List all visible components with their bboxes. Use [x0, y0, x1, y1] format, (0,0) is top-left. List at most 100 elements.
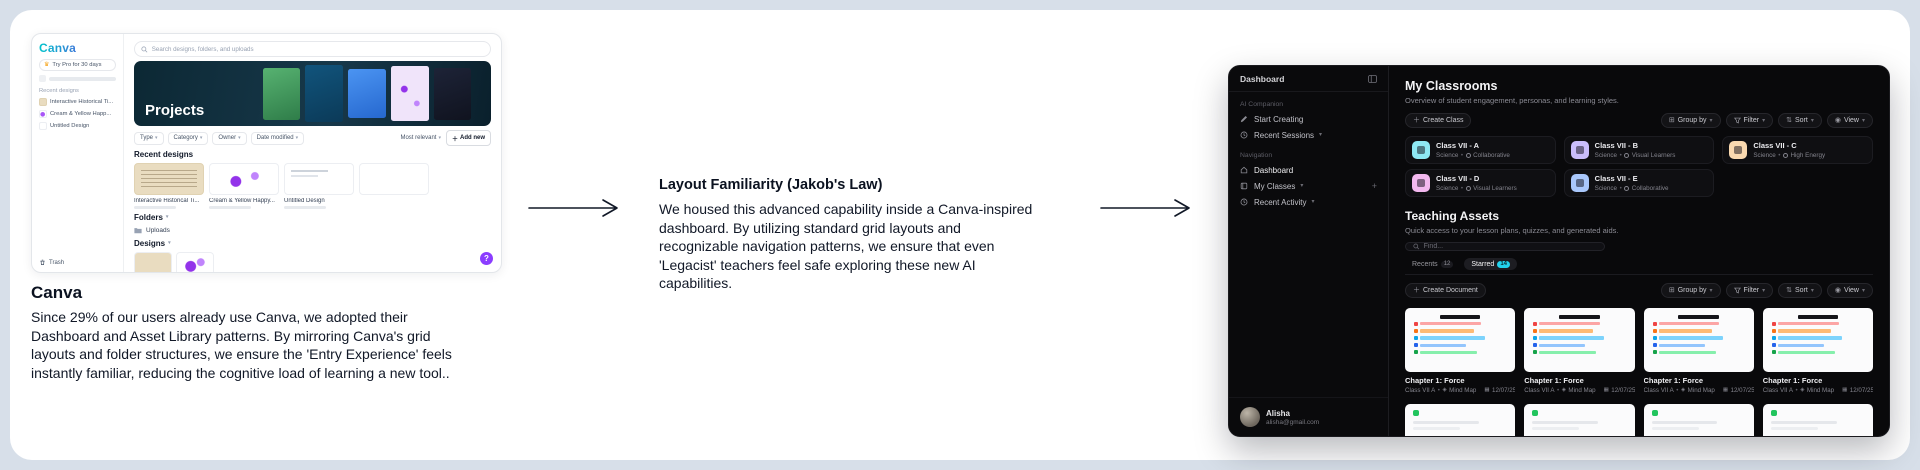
clock-icon: [1240, 131, 1249, 139]
sort-button[interactable]: ⇅Sort▾: [1778, 113, 1822, 128]
sidebar-item-recent-activity[interactable]: Recent Activity ▾: [1229, 194, 1388, 210]
chevron-down-icon: ▾: [438, 134, 441, 141]
help-button[interactable]: ?: [480, 252, 493, 265]
caption-body: Since 29% of our users already use Canva…: [31, 309, 452, 381]
add-new-button[interactable]: ＋Add new: [445, 130, 491, 146]
document-card[interactable]: Chapter 1: Force Class VII A•◈Mind Map▦1…: [1643, 308, 1754, 394]
class-cards-grid: Class VII - A Science•Collaborative Clas…: [1405, 136, 1873, 197]
banner-thumbnail: [262, 67, 300, 120]
annotation-title: Layout Familiarity (Jakob's Law): [659, 177, 883, 193]
design-thumbnail[interactable]: [134, 252, 172, 272]
tag-icon: [1465, 152, 1471, 158]
add-class-button[interactable]: +: [1371, 180, 1377, 191]
document-card[interactable]: [1405, 404, 1516, 436]
class-card[interactable]: Class VII - A Science•Collaborative: [1405, 136, 1556, 164]
document-thumbnail: [1643, 308, 1754, 372]
design-card[interactable]: Cream & Yellow Happy...: [209, 163, 279, 209]
document-card[interactable]: Chapter 1: Force Class VII A•◈Mind Map▦1…: [1524, 308, 1635, 394]
sidebar-recent-item[interactable]: Untitled Design: [39, 122, 116, 130]
assets-search-input[interactable]: [1423, 243, 1597, 250]
category-filter[interactable]: Category▾: [167, 131, 209, 145]
folder-item-uploads[interactable]: Uploads: [134, 226, 491, 235]
plus-icon: ＋: [1413, 117, 1420, 124]
class-card[interactable]: Class VII - E Science•Collaborative: [1563, 169, 1715, 197]
chevron-icon: ▾: [168, 240, 171, 246]
view-button[interactable]: ◉View▾: [1826, 113, 1873, 128]
canva-sidebar: Canva ♛ Try Pro for 30 days Recent desig…: [32, 34, 124, 272]
chevron-down-icon: ▾: [1810, 117, 1814, 124]
flow-arrow: [528, 199, 618, 217]
class-icon: [1412, 174, 1430, 192]
group-by-button[interactable]: ⊞Group by▾: [1660, 283, 1721, 298]
sort-button[interactable]: ⇅Sort▾: [1778, 283, 1822, 298]
grid-icon: ⊞: [1668, 287, 1675, 294]
group-by-button[interactable]: ⊞Group by▾: [1660, 113, 1721, 128]
chevron-down-icon: ▾: [1762, 117, 1766, 124]
canva-search-bar[interactable]: [134, 41, 491, 57]
chevron-down-icon: ▾: [1709, 117, 1713, 124]
canva-search-input[interactable]: [151, 45, 484, 53]
banner-thumbnail: [391, 66, 429, 121]
document-card[interactable]: Chapter 1: Force Class VII A•◈Mind Map▦1…: [1762, 308, 1873, 394]
designs-heading[interactable]: Designs▾: [134, 239, 171, 248]
document-card[interactable]: [1643, 404, 1754, 436]
chevron-down-icon: ▾: [238, 134, 241, 141]
document-card[interactable]: [1762, 404, 1873, 436]
create-class-button[interactable]: ＋Create Class: [1405, 113, 1472, 128]
class-card[interactable]: Class VII - D Science•Visual Learners: [1405, 169, 1556, 197]
document-card[interactable]: Chapter 1: Force Class VII A•◈Mind Map▦1…: [1405, 308, 1516, 394]
user-email: alisha@gmail.com: [1266, 418, 1320, 426]
document-card[interactable]: [1524, 404, 1635, 436]
document-thumbnail: [1524, 308, 1635, 372]
design-card[interactable]: [359, 163, 429, 209]
documents-grid: Chapter 1: Force Class VII A•◈Mind Map▦1…: [1405, 308, 1873, 394]
folders-heading[interactable]: Folders▾: [134, 213, 169, 222]
class-card[interactable]: Class VII - C Science•High Energy: [1722, 136, 1873, 164]
collapse-sidebar-button[interactable]: [1368, 74, 1377, 83]
canva-main: Projects Type▾ Category▾ Owner▾ Date mod…: [124, 34, 501, 272]
sidebar-menu-item[interactable]: [39, 75, 116, 82]
teaching-assets-subtitle: Quick access to your lesson plans, quizz…: [1405, 226, 1619, 235]
chevron-down-icon: ▾: [295, 134, 299, 141]
sidebar-recent-item[interactable]: Interactive Historical Ti...: [39, 98, 116, 106]
document-thumbnail: [1643, 404, 1754, 436]
sort-dropdown[interactable]: Most relevant▾: [400, 134, 441, 141]
sidebar-item-start-creating[interactable]: Start Creating: [1229, 111, 1388, 127]
class-card[interactable]: Class VII - B Science•Visual Learners: [1563, 136, 1715, 164]
section-label-navigation: Navigation: [1240, 152, 1273, 159]
document-thumbnail: [1405, 308, 1516, 372]
design-card[interactable]: Untitled Design: [284, 163, 354, 209]
filter-button[interactable]: Filter▾: [1725, 283, 1774, 298]
date-modified-filter[interactable]: Date modified▾: [250, 131, 305, 145]
assets-search-bar[interactable]: [1405, 242, 1605, 251]
sidebar-item-recent-sessions[interactable]: Recent Sessions ▾: [1229, 127, 1388, 143]
sidebar-item-dashboard[interactable]: Dashboard: [1229, 162, 1388, 178]
trash-item[interactable]: Trash: [39, 259, 116, 266]
eye-icon: ◉: [1834, 117, 1841, 124]
chevron-down-icon: ▾: [1311, 199, 1315, 205]
classrooms-toolbar: ⊞Group by▾ Filter▾ ⇅Sort▾ ◉View▾: [1660, 113, 1873, 128]
book-icon: [1240, 182, 1249, 190]
plus-icon: ＋: [451, 136, 458, 143]
type-filter[interactable]: Type▾: [134, 131, 164, 145]
sidebar-recent-item[interactable]: Cream & Yellow Happ...: [39, 110, 116, 118]
view-button[interactable]: ◉View▾: [1826, 283, 1873, 298]
design-thumbnail[interactable]: [176, 252, 214, 272]
design-card[interactable]: Interactive Historical Ti...: [134, 163, 204, 209]
annotation-body: We housed this advanced capability insid…: [659, 201, 1033, 292]
starred-count-badge: 14: [1497, 260, 1511, 268]
mind-map-icon: ◈: [1561, 387, 1566, 393]
create-document-button[interactable]: ＋Create Document: [1405, 283, 1486, 298]
sidebar-item-my-classes[interactable]: My Classes ▾ +: [1229, 178, 1388, 194]
chevron-down-icon: ▾: [1762, 287, 1766, 294]
filter-button[interactable]: Filter▾: [1725, 113, 1774, 128]
section-label-ai-companion: AI Companion: [1240, 101, 1284, 108]
caption-title: Canva: [31, 283, 83, 302]
owner-filter[interactable]: Owner▾: [212, 131, 247, 145]
try-pro-button[interactable]: ♛ Try Pro for 30 days: [39, 59, 116, 71]
user-profile[interactable]: Alisha alisha@gmail.com: [1229, 397, 1388, 436]
chevron-down-icon: ▾: [1810, 287, 1814, 294]
